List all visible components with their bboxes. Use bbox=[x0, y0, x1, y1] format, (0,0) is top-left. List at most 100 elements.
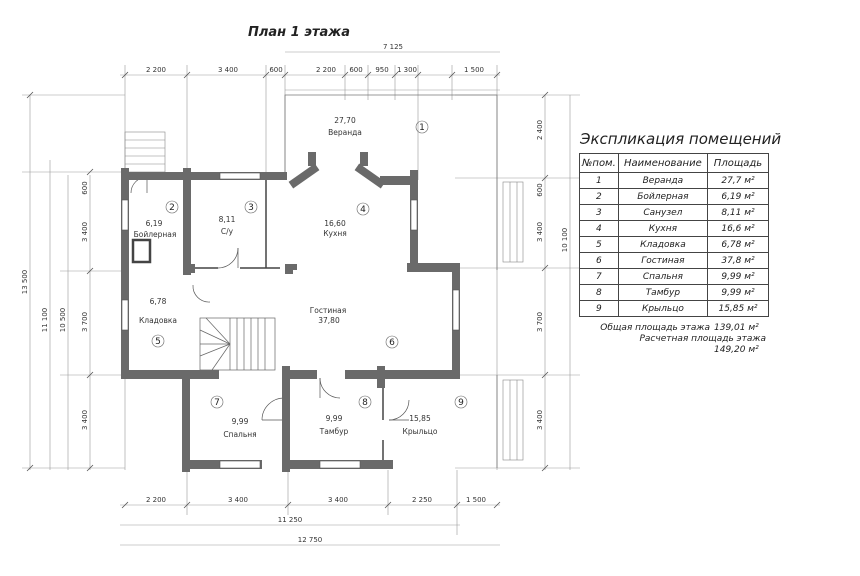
row-num: 2 bbox=[579, 188, 619, 205]
room-name-veranda: Веранда bbox=[328, 128, 362, 137]
explication-title: Экспликация помещений bbox=[580, 130, 782, 148]
dim-top-total: 7 125 bbox=[383, 43, 403, 51]
row-name: Тамбур bbox=[617, 284, 709, 301]
dim-top-2: 600 bbox=[269, 66, 282, 74]
explication-header-row: №пом. Наименование Площадь bbox=[579, 153, 769, 173]
room-name-wc: С/у bbox=[221, 227, 234, 236]
dim-bottom-total-2: 12 750 bbox=[298, 536, 323, 544]
dim-left-2: 3 700 bbox=[81, 312, 89, 332]
staircase bbox=[199, 317, 276, 371]
dim-top-6: 1 300 bbox=[397, 66, 417, 74]
room-area-boiler: 6,19 bbox=[146, 219, 163, 228]
room-num-vestibule: 8 bbox=[362, 398, 368, 408]
row-name: Кладовка bbox=[617, 236, 709, 253]
windows bbox=[121, 172, 460, 469]
row-area: 6,78 м² bbox=[707, 236, 769, 253]
room-area-vestibule: 9,99 bbox=[326, 414, 343, 423]
veranda-outline bbox=[284, 94, 498, 468]
room-num-circles bbox=[151, 120, 468, 409]
row-name: Крыльцо bbox=[617, 300, 709, 317]
dim-top-4: 600 bbox=[349, 66, 362, 74]
room-labels: 27,70 Веранда 1 6,19 Бойлерная 2 8,11 С/… bbox=[134, 116, 465, 439]
row-num: 9 bbox=[579, 300, 619, 317]
row-name: Спальня bbox=[617, 268, 709, 285]
room-num-living: 6 bbox=[389, 338, 395, 348]
dim-bottom-total-1: 11 250 bbox=[278, 516, 303, 524]
room-name-kitchen: Кухня bbox=[323, 229, 347, 238]
row-num: 8 bbox=[579, 284, 619, 301]
room-area-kitchen: 16,60 bbox=[324, 219, 346, 228]
room-name-porch: Крыльцо bbox=[403, 427, 438, 436]
dim-left-1: 3 400 bbox=[81, 222, 89, 242]
row-area: 6,19 м² bbox=[707, 188, 769, 205]
boiler-unit-icon bbox=[131, 238, 152, 264]
room-num-wc: 3 bbox=[248, 203, 254, 213]
row-name: Бойлерная bbox=[617, 188, 709, 205]
explication-header-area: Площадь bbox=[707, 153, 769, 173]
steps-right bbox=[502, 181, 524, 461]
row-name: Веранда bbox=[617, 172, 709, 189]
dim-right-0: 2 400 bbox=[536, 120, 544, 140]
dim-top-7: 1 500 bbox=[464, 66, 484, 74]
room-num-pantry: 5 bbox=[155, 337, 161, 347]
dim-left-3: 3 400 bbox=[81, 410, 89, 430]
steps-top-left bbox=[124, 131, 166, 173]
dim-left-0: 600 bbox=[81, 181, 89, 194]
room-num-veranda: 1 bbox=[419, 123, 425, 133]
partitions bbox=[195, 180, 384, 465]
explication-header-num: №пом. bbox=[579, 153, 619, 173]
dim-right-4: 3 400 bbox=[536, 410, 544, 430]
row-area: 27,7 м² bbox=[707, 172, 769, 189]
row-area: 8,11 м² bbox=[707, 204, 769, 221]
room-area-bedroom: 9,99 bbox=[232, 417, 249, 426]
dimension-ticks bbox=[26, 71, 549, 509]
row-num: 7 bbox=[579, 268, 619, 285]
row-num: 5 bbox=[579, 236, 619, 253]
dim-right-2: 3 400 bbox=[536, 222, 544, 242]
dim-bottom-2: 3 400 bbox=[328, 496, 348, 504]
row-num: 6 bbox=[579, 252, 619, 269]
plan-title: План 1 этажа bbox=[248, 25, 350, 40]
dim-right-3: 3 700 bbox=[536, 312, 544, 332]
calc-area-label: Расчетная площадь этажа bbox=[639, 334, 766, 344]
room-area-wc: 8,11 bbox=[219, 215, 236, 224]
dim-bottom-4: 1 500 bbox=[466, 496, 486, 504]
room-name-vestibule: Тамбур bbox=[319, 427, 349, 436]
calc-area-row: Расчетная площадь этажа149,20 м² bbox=[590, 334, 766, 356]
dim-left-mid: 11 100 bbox=[41, 308, 49, 333]
dim-right-total: 10 100 bbox=[561, 228, 569, 253]
room-name-bedroom: Спальня bbox=[223, 430, 256, 439]
dimension-texts-bottom: 2 200 3 400 3 400 2 250 1 500 11 250 12 … bbox=[146, 496, 486, 544]
room-num-porch: 9 bbox=[458, 398, 464, 408]
dimension-texts-right: 2 400 600 3 400 3 700 3 400 10 100 bbox=[536, 120, 569, 430]
dim-left-outer: 13 500 bbox=[21, 270, 29, 295]
dim-left-inner: 10 500 bbox=[59, 308, 67, 333]
room-area-living: 37,80 bbox=[318, 316, 340, 325]
dim-bottom-1: 3 400 bbox=[228, 496, 248, 504]
row-area: 16,6 м² bbox=[707, 220, 769, 237]
dim-right-1: 600 bbox=[536, 183, 544, 196]
row-area: 9,99 м² bbox=[707, 268, 769, 285]
row-num: 1 bbox=[579, 172, 619, 189]
dim-bottom-0: 2 200 bbox=[146, 496, 166, 504]
dimension-texts-left: 13 500 11 100 10 500 600 3 400 3 700 3 4… bbox=[21, 181, 89, 430]
total-area-label: Общая площадь этажа bbox=[600, 323, 710, 333]
row-name: Санузел bbox=[617, 204, 709, 221]
row-name: Гостиная bbox=[617, 252, 709, 269]
room-num-bedroom: 7 bbox=[214, 398, 220, 408]
room-num-boiler: 2 bbox=[169, 203, 175, 213]
dim-top-1: 3 400 bbox=[218, 66, 238, 74]
row-area: 9,99 м² bbox=[707, 284, 769, 301]
